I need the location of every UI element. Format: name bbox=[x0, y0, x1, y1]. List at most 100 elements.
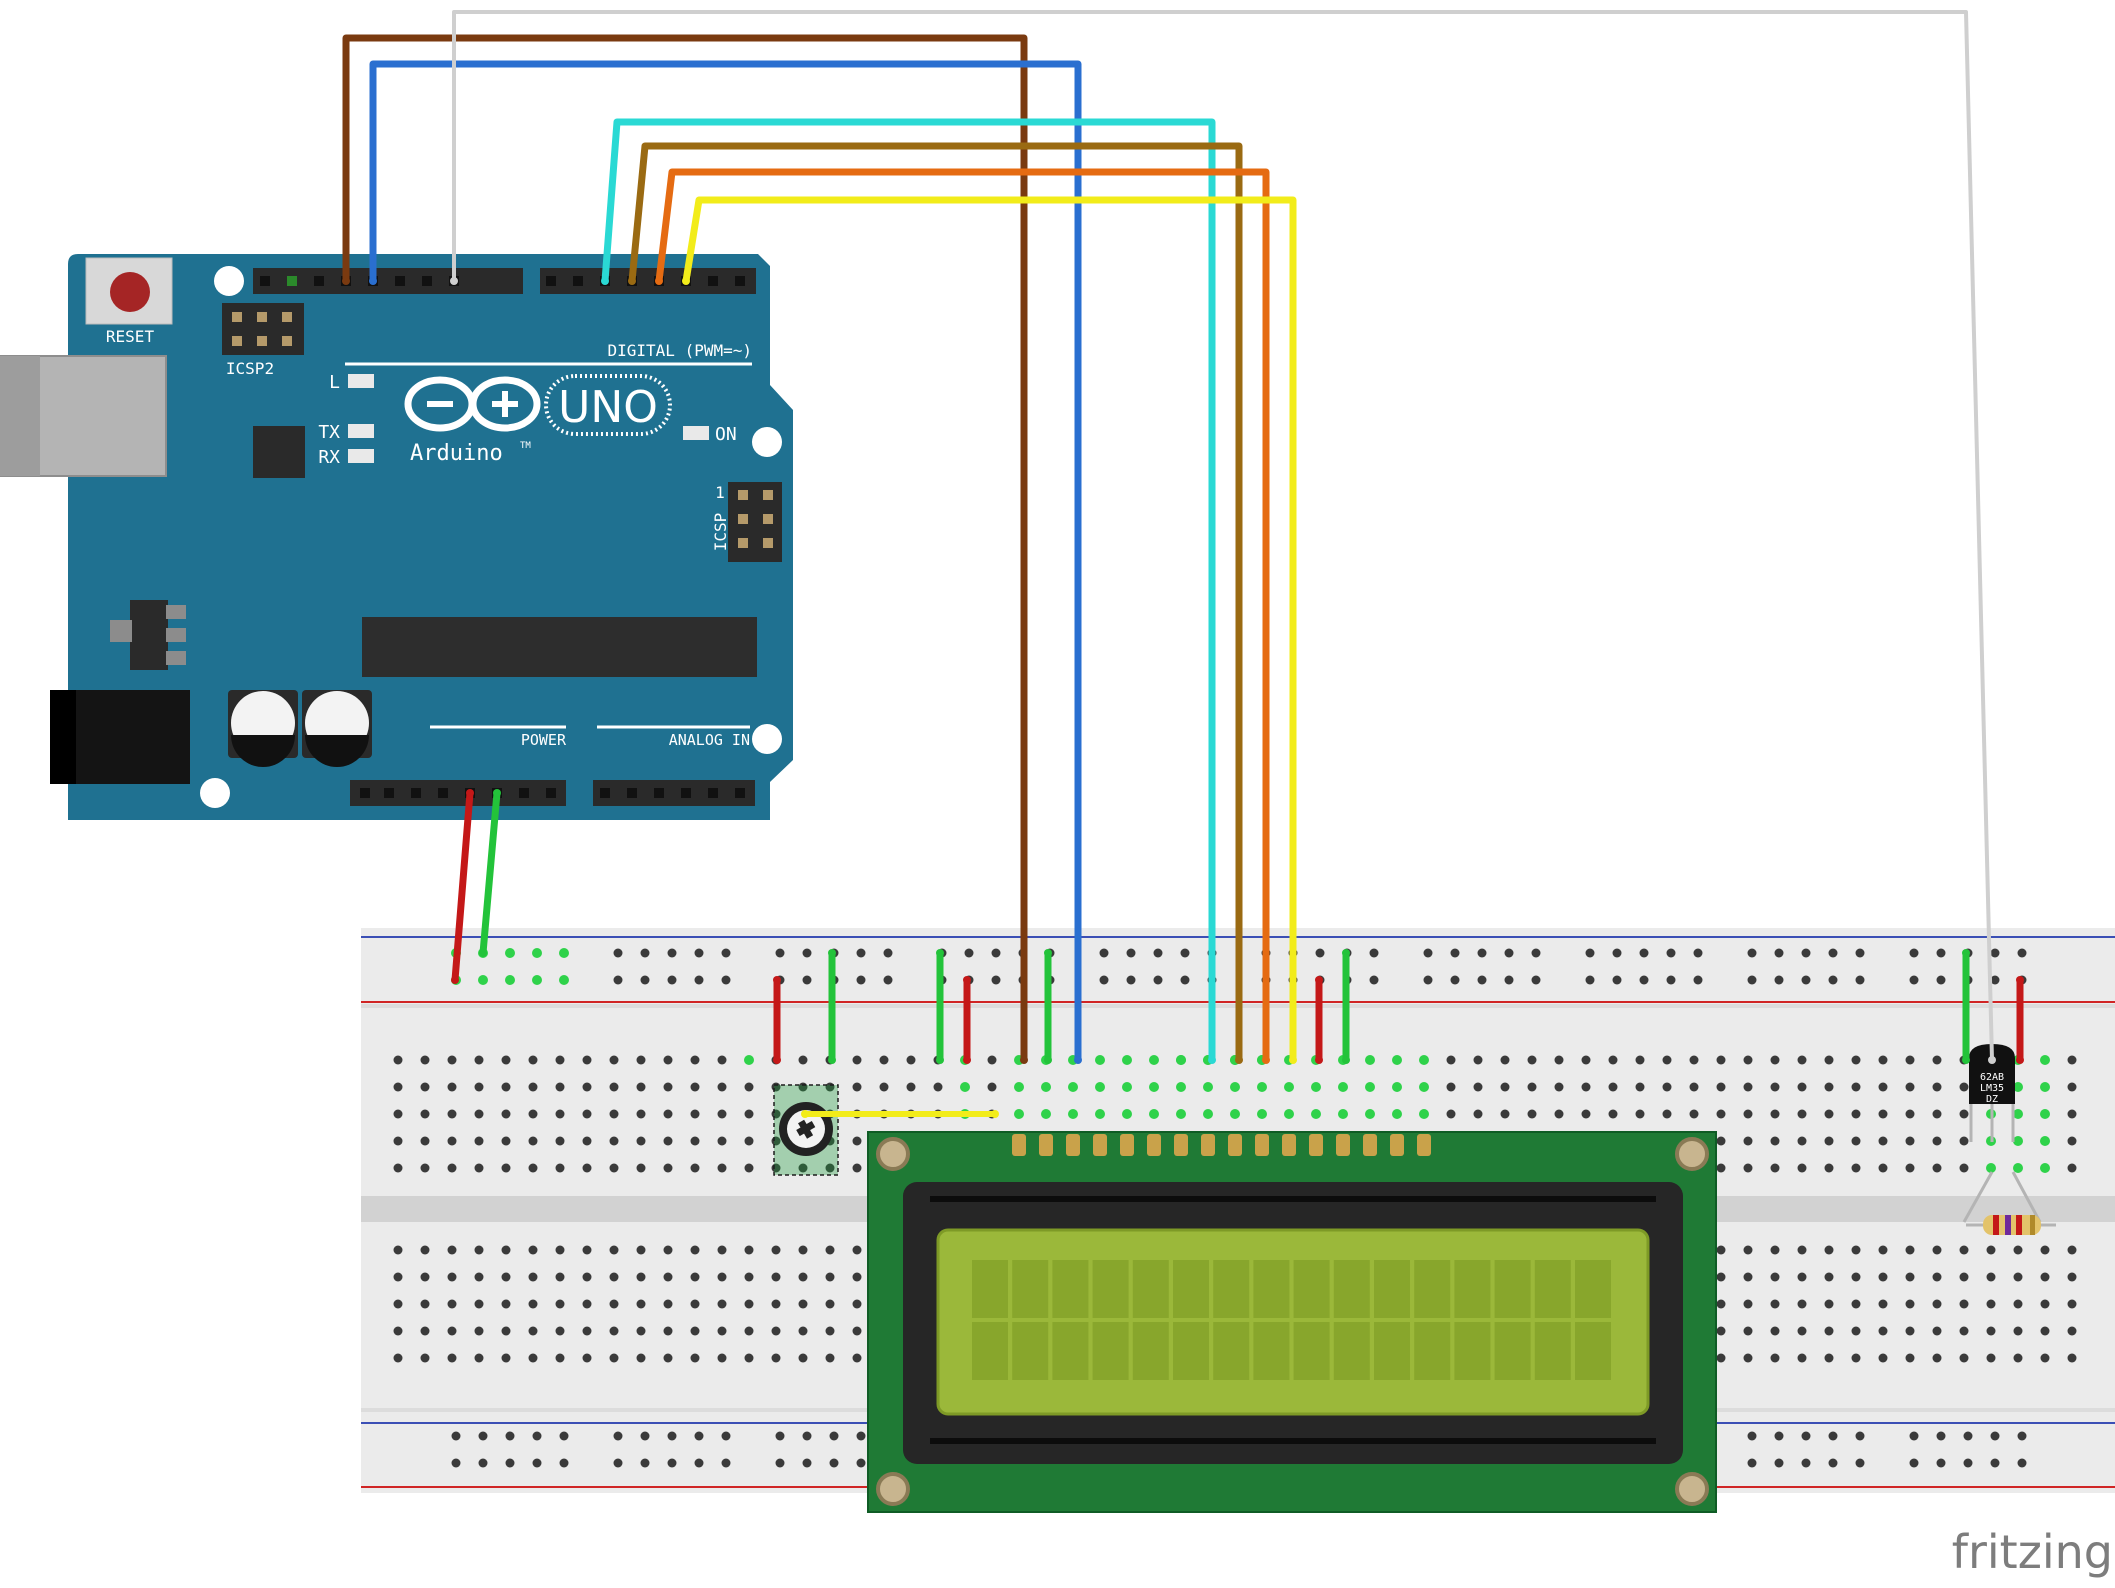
breadboard-hole bbox=[501, 1245, 511, 1255]
connected-hole bbox=[1149, 1082, 1159, 1092]
wire-end bbox=[1315, 976, 1323, 984]
wire-end bbox=[963, 976, 971, 984]
rail-hole bbox=[1828, 948, 1838, 958]
wire-end bbox=[1342, 949, 1350, 957]
lcd-cell bbox=[1132, 1260, 1169, 1318]
led-tx-label: TX bbox=[318, 422, 340, 443]
breadboard-hole bbox=[690, 1136, 700, 1146]
breadboard-hole bbox=[528, 1272, 538, 1282]
breadboard-hole bbox=[501, 1272, 511, 1282]
rail-hole bbox=[1801, 1431, 1811, 1441]
breadboard-hole bbox=[1959, 1109, 1969, 1119]
rail-hole bbox=[613, 975, 623, 985]
breadboard-hole bbox=[501, 1299, 511, 1309]
breadboard-hole bbox=[474, 1109, 484, 1119]
rail-hole bbox=[640, 1458, 650, 1468]
rail-hole bbox=[505, 1458, 515, 1468]
rail-hole bbox=[1774, 948, 1784, 958]
lcd-cell bbox=[1414, 1260, 1451, 1318]
breadboard-hole bbox=[1932, 1109, 1942, 1119]
rail-hole bbox=[1126, 948, 1136, 958]
breadboard-hole bbox=[1851, 1136, 1861, 1146]
breadboard-hole bbox=[501, 1109, 511, 1119]
wire-end bbox=[1962, 1056, 1970, 1064]
icsp2-pin bbox=[257, 312, 267, 322]
breadboard-hole bbox=[663, 1136, 673, 1146]
capacitor bbox=[302, 690, 372, 767]
arduino-pcb bbox=[68, 254, 793, 820]
rail-hole bbox=[2017, 1431, 2027, 1441]
rail-hole bbox=[451, 1431, 461, 1441]
rail-hole bbox=[1936, 975, 1946, 985]
lcd-cell bbox=[1333, 1322, 1370, 1380]
wire-end bbox=[773, 1056, 781, 1064]
connected-hole bbox=[1338, 1082, 1348, 1092]
breadboard-hole bbox=[1878, 1055, 1888, 1065]
rail-hole bbox=[1099, 975, 1109, 985]
breadboard-hole bbox=[1446, 1109, 1456, 1119]
breadboard-hole bbox=[852, 1326, 862, 1336]
breadboard-hole bbox=[1797, 1082, 1807, 1092]
lcd-cell bbox=[1293, 1260, 1330, 1318]
breadboard-hole bbox=[825, 1272, 835, 1282]
wire-end bbox=[1074, 1056, 1082, 1064]
breadboard-hole bbox=[2013, 1272, 2023, 1282]
connected-hole bbox=[2013, 1163, 2023, 1173]
rail-hole bbox=[1639, 948, 1649, 958]
breadboard-hole bbox=[1905, 1299, 1915, 1309]
led-tx bbox=[348, 424, 374, 438]
rail-hole bbox=[856, 948, 866, 958]
connected-hole bbox=[1095, 1055, 1105, 1065]
wire-d5-cyan bbox=[601, 118, 1216, 1064]
breadboard-hole bbox=[1635, 1109, 1645, 1119]
uno-logo-text: UNO bbox=[558, 382, 658, 433]
breadboard-hole bbox=[501, 1163, 511, 1173]
lcd-pin bbox=[1147, 1134, 1161, 1156]
breadboard-hole bbox=[1662, 1109, 1672, 1119]
breadboard-hole bbox=[717, 1245, 727, 1255]
digital-header-low bbox=[540, 268, 756, 294]
rail-hole bbox=[1747, 975, 1757, 985]
breadboard-hole bbox=[1959, 1272, 1969, 1282]
connected-hole bbox=[1365, 1082, 1375, 1092]
rail-hole bbox=[1747, 948, 1757, 958]
connected-hole bbox=[505, 948, 515, 958]
breadboard-hole bbox=[1932, 1326, 1942, 1336]
breadboard-hole bbox=[636, 1082, 646, 1092]
breadboard-hole bbox=[663, 1082, 673, 1092]
rail-hole bbox=[1612, 948, 1622, 958]
lcd-cell bbox=[1534, 1322, 1571, 1380]
breadboard-hole bbox=[825, 1245, 835, 1255]
rail-hole bbox=[1774, 975, 1784, 985]
power-label: POWER bbox=[521, 731, 567, 749]
breadboard-hole bbox=[447, 1245, 457, 1255]
breadboard-hole bbox=[393, 1136, 403, 1146]
rail-hole bbox=[640, 1431, 650, 1441]
rail-hole bbox=[856, 1431, 866, 1441]
connected-hole bbox=[1176, 1055, 1186, 1065]
header-pin bbox=[708, 788, 718, 798]
breadboard-hole bbox=[636, 1055, 646, 1065]
icsp2-pin bbox=[282, 336, 292, 346]
breadboard-hole bbox=[2040, 1326, 2050, 1336]
breadboard-hole bbox=[798, 1163, 808, 1173]
lcd-pin bbox=[1012, 1134, 1026, 1156]
wire-end bbox=[466, 789, 474, 797]
wire-end bbox=[963, 1056, 971, 1064]
breadboard-hole bbox=[1959, 1353, 1969, 1363]
breadboard-hole bbox=[582, 1272, 592, 1282]
breadboard-hole bbox=[1797, 1326, 1807, 1336]
rail-hole bbox=[505, 1431, 515, 1441]
breadboard-hole bbox=[1743, 1082, 1753, 1092]
breadboard-hole bbox=[582, 1353, 592, 1363]
breadboard-hole bbox=[1770, 1136, 1780, 1146]
lcd-cell bbox=[1374, 1322, 1410, 1380]
breadboard-hole bbox=[1932, 1136, 1942, 1146]
breadboard-hole bbox=[1770, 1245, 1780, 1255]
breadboard-hole bbox=[1986, 1326, 1996, 1336]
connected-hole bbox=[1392, 1055, 1402, 1065]
lcd-pin bbox=[1255, 1134, 1269, 1156]
reset-button-cap[interactable] bbox=[110, 272, 150, 312]
breadboard-hole bbox=[1824, 1055, 1834, 1065]
connected-hole bbox=[1986, 1163, 1996, 1173]
